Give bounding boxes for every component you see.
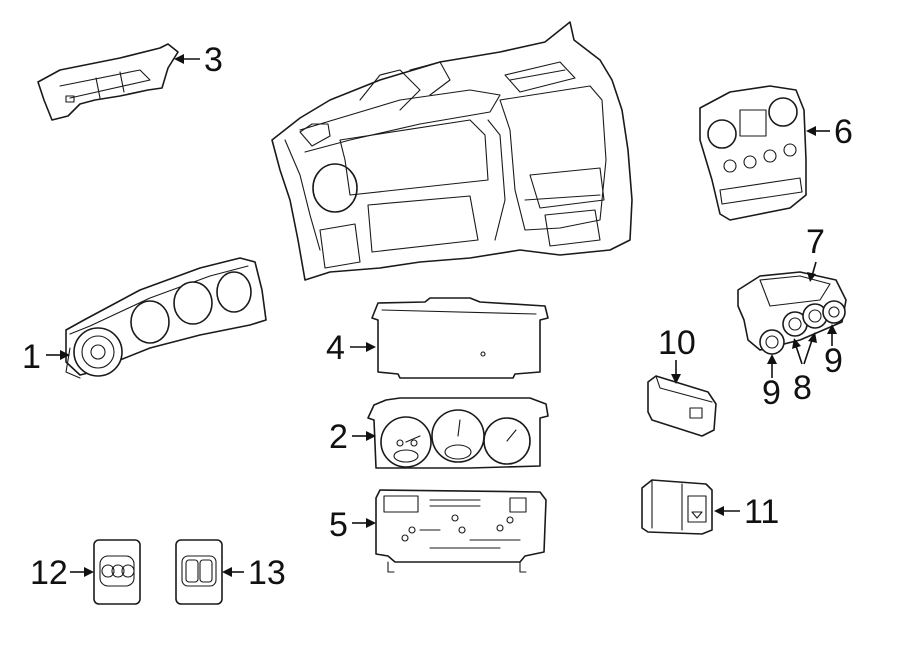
- part-4-cluster-lens: [371, 297, 549, 379]
- part-13-window-switch: [175, 539, 223, 605]
- callout-arrows: [46, 54, 837, 577]
- callout-9-right: 9: [824, 342, 843, 380]
- part-3-bracket: [37, 43, 179, 121]
- callout-4: 4: [326, 329, 345, 367]
- callout-9-left: 9: [762, 374, 781, 412]
- part-11-switch: [641, 479, 713, 535]
- callout-10: 10: [658, 324, 696, 362]
- callout-7: 7: [806, 223, 825, 261]
- part-6-center-bezel: [699, 85, 807, 221]
- part-5-circuit-board: [375, 489, 547, 573]
- callout-2: 2: [329, 418, 348, 456]
- part-2-instrument-cluster: [367, 397, 549, 469]
- callout-1: 1: [22, 338, 41, 376]
- callout-3: 3: [204, 41, 223, 79]
- part-7-heater-control: [737, 271, 847, 355]
- callout-11: 11: [744, 493, 779, 531]
- callout-8: 8: [793, 369, 812, 407]
- callout-12: 12: [30, 554, 68, 592]
- callout-5: 5: [329, 506, 348, 544]
- part-10-switch: [647, 375, 717, 437]
- part-1-cluster-bezel: [65, 257, 267, 379]
- instrument-panel-drawing: [271, 21, 633, 281]
- callout-13: 13: [248, 554, 286, 592]
- part-12-window-switch: [93, 539, 141, 605]
- callout-6: 6: [834, 113, 853, 151]
